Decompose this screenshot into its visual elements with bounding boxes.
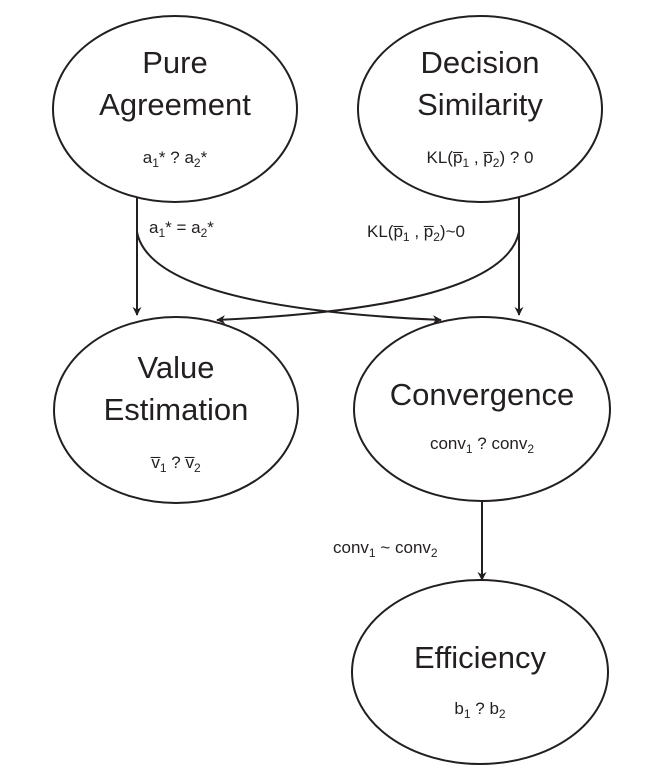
formula-subscript: 2	[433, 230, 440, 244]
node-formula: a1* ? a2*	[143, 148, 208, 170]
formula-base: KL(p̅	[427, 148, 463, 167]
node-title-line1: Decision	[421, 45, 540, 80]
formula-subscript: 2	[194, 156, 201, 170]
formula-subscript: 2	[499, 707, 506, 721]
formula-subscript: 1	[464, 707, 471, 721]
node-title: Convergence	[390, 377, 574, 412]
formula-middle: * ? a	[159, 148, 195, 167]
formula-base: b	[454, 699, 463, 718]
formula-tail: ) ? 0	[499, 148, 533, 167]
formula-middle: ? v̅	[167, 453, 195, 472]
formula-middle: * = a	[165, 218, 201, 237]
node-title-line1: Pure	[142, 45, 207, 80]
formula-subscript: 1	[152, 156, 159, 170]
formula-subscript: 2	[201, 226, 208, 240]
formula-subscript: 1	[403, 230, 410, 244]
node-pure-agreement-shape	[52, 15, 298, 203]
formula-middle: ? b	[471, 699, 499, 718]
formula-base: a	[143, 148, 153, 167]
node-convergence-shape	[353, 316, 611, 502]
node-title-line2: Agreement	[99, 87, 251, 122]
formula-base: conv	[430, 434, 466, 453]
edge-agreement-to-convergence	[136, 231, 442, 325]
formula-tail: *	[201, 148, 208, 167]
edge-label-similarity: KL(p̅1 , p̅2)~0	[367, 222, 465, 244]
edge-label-convergence: conv1 ~ conv2	[333, 538, 438, 560]
formula-tail: )~0	[440, 222, 465, 241]
node-formula: conv1 ? conv2	[430, 434, 534, 456]
node-convergence: Convergence conv1 ? conv2	[353, 316, 611, 502]
node-title-line2: Estimation	[104, 392, 249, 427]
formula-subscript: 2	[527, 442, 534, 456]
node-formula: KL(p̅1 , p̅2) ? 0	[427, 148, 534, 170]
formula-subscript: 1	[158, 226, 165, 240]
formula-base: a	[149, 218, 159, 237]
formula-subscript: 1	[466, 442, 473, 456]
node-efficiency-shape	[351, 579, 609, 765]
node-title-line1: Value	[138, 350, 215, 385]
node-value-estimation-shape	[53, 316, 299, 504]
formula-subscript: 1	[160, 461, 167, 475]
node-decision-similarity: Decision Similarity KL(p̅1 , p̅2) ? 0	[357, 15, 603, 203]
node-efficiency: Efficiency b1 ? b2	[351, 579, 609, 765]
node-title-line2: Similarity	[417, 87, 543, 122]
formula-tail: *	[207, 218, 214, 237]
formula-middle: ~ conv	[376, 538, 432, 557]
edge-similarity-to-value	[216, 231, 520, 325]
formula-base: conv	[333, 538, 369, 557]
node-decision-similarity-shape	[357, 15, 603, 203]
formula-base: v̅	[151, 453, 161, 472]
formula-base: KL(p̅	[367, 222, 403, 241]
node-title: Efficiency	[414, 640, 547, 675]
formula-subscript: 2	[493, 156, 500, 170]
formula-subscript: 1	[369, 546, 376, 560]
formula-subscript: 1	[462, 156, 469, 170]
node-formula: v̅1 ? v̅2	[151, 453, 201, 475]
formula-subscript: 2	[431, 546, 438, 560]
node-pure-agreement: Pure Agreement a1* ? a2*	[52, 15, 298, 203]
formula-subscript: 2	[194, 461, 201, 475]
formula-middle: , p̅	[410, 222, 434, 241]
node-formula: b1 ? b2	[454, 699, 506, 721]
formula-middle: , p̅	[469, 148, 493, 167]
node-value-estimation: Value Estimation v̅1 ? v̅2	[53, 316, 299, 504]
formula-middle: ? conv	[473, 434, 528, 453]
edge-label-agreement: a1* = a2*	[149, 218, 214, 240]
edges	[132, 192, 524, 581]
